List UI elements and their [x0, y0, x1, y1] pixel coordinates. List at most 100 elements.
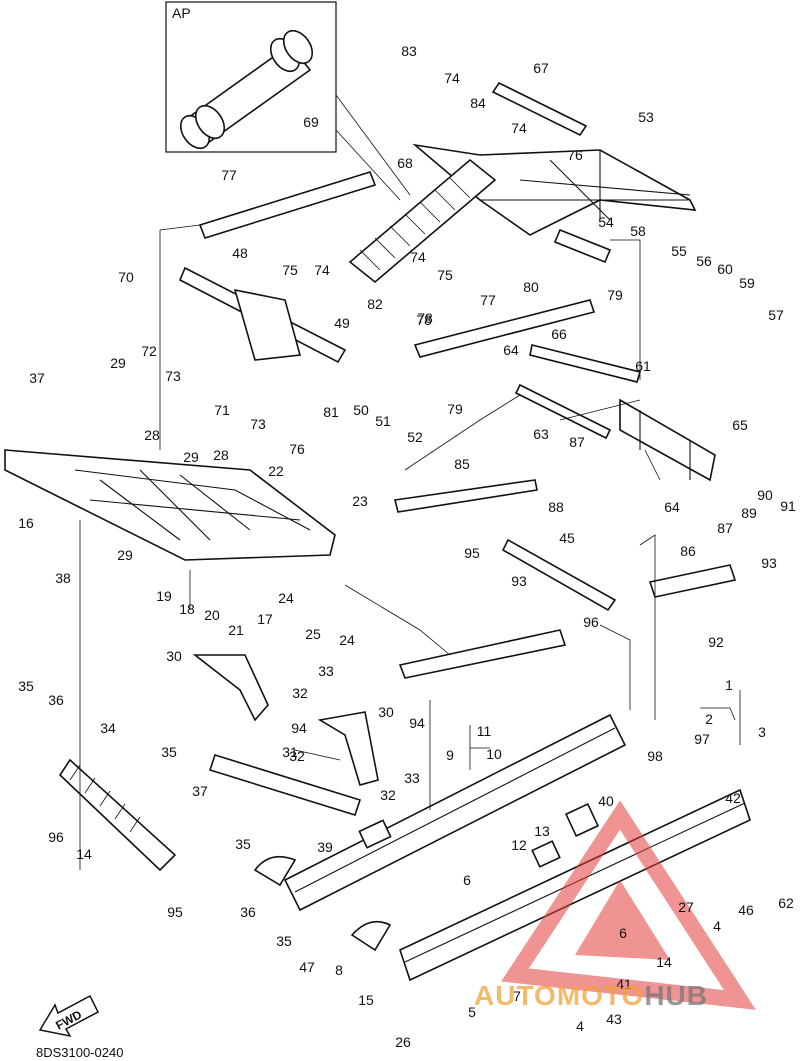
callout-17: 17	[257, 611, 273, 627]
callout-34: 34	[100, 720, 116, 736]
block-42	[358, 819, 392, 849]
callout-95: 95	[464, 545, 480, 561]
callout-88: 88	[548, 499, 564, 515]
callout-16: 16	[18, 515, 34, 531]
callout-98: 98	[647, 748, 663, 764]
callout-14: 14	[656, 954, 672, 970]
figure-code: 8DS3100-0240	[36, 1045, 124, 1060]
callout-69: 69	[303, 114, 319, 130]
inset-label: AP	[172, 5, 191, 21]
callout-78: 78	[417, 310, 433, 326]
callout-53: 53	[638, 109, 654, 125]
callout-43: 43	[606, 1011, 622, 1027]
callout-89: 89	[741, 505, 757, 521]
rear-shock-spring	[348, 158, 497, 284]
callout-29: 29	[117, 547, 133, 563]
callout-77: 77	[221, 167, 237, 183]
watermark-text-part2: HUB	[644, 980, 708, 1011]
callout-8: 8	[335, 962, 343, 978]
callout-84: 84	[470, 95, 486, 111]
pipe-86	[648, 564, 737, 598]
callout-93: 93	[511, 573, 527, 589]
callout-10: 10	[486, 746, 502, 762]
callout-15: 15	[358, 992, 374, 1008]
callout-35: 35	[235, 836, 251, 852]
shaft-45	[501, 538, 617, 612]
callout-30: 30	[166, 648, 182, 664]
callout-28: 28	[144, 427, 160, 443]
callout-11: 11	[477, 723, 492, 739]
link-rod-upper	[198, 171, 377, 239]
callout-85: 85	[454, 456, 470, 472]
callout-72: 72	[141, 343, 157, 359]
callout-96: 96	[583, 614, 599, 630]
callout-21: 21	[228, 622, 244, 638]
callout-76: 76	[567, 147, 583, 163]
callout-56: 56	[696, 253, 712, 269]
front-frame	[4, 449, 336, 561]
callout-26: 26	[395, 1034, 411, 1050]
callout-75: 75	[437, 267, 453, 283]
callout-74: 74	[511, 120, 527, 136]
callout-63: 63	[533, 426, 549, 442]
callout-86: 86	[680, 543, 696, 559]
fwd-arrow	[38, 994, 99, 1038]
bracket-30-left	[192, 654, 269, 722]
callout-96: 96	[48, 829, 64, 845]
callout-9: 9	[446, 747, 454, 763]
callout-18: 18	[179, 601, 195, 617]
block-12	[564, 802, 600, 838]
callout-6: 6	[463, 872, 471, 888]
callout-22: 22	[268, 463, 284, 479]
damper-94	[398, 629, 567, 679]
shaft-lower	[514, 383, 612, 440]
callout-13: 13	[534, 823, 550, 839]
callout-14: 14	[76, 846, 92, 862]
front-arm-crossbar	[178, 266, 347, 364]
callout-25: 25	[305, 626, 321, 642]
callout-37: 37	[192, 783, 208, 799]
callout-94: 94	[409, 715, 425, 731]
callout-70: 70	[118, 269, 134, 285]
callout-97: 97	[694, 731, 710, 747]
callout-12: 12	[511, 837, 527, 853]
callout-79: 79	[447, 401, 463, 417]
callout-81: 81	[323, 404, 339, 420]
callout-59: 59	[739, 275, 755, 291]
callout-91: 91	[780, 498, 796, 514]
callout-39: 39	[317, 839, 333, 855]
wheel-6-lower	[350, 920, 392, 952]
callout-19: 19	[156, 588, 172, 604]
callout-30: 30	[378, 704, 394, 720]
callout-52: 52	[407, 429, 423, 445]
callout-4: 4	[713, 918, 721, 934]
callout-32: 32	[289, 748, 305, 764]
watermark-text-part1: AUTOMOTO	[474, 980, 645, 1011]
callout-74: 74	[410, 249, 426, 265]
callout-32: 32	[292, 685, 308, 701]
callout-46: 46	[738, 902, 754, 918]
callout-38: 38	[55, 570, 71, 586]
rod-85	[394, 479, 538, 513]
callout-78: 78	[416, 312, 432, 328]
callout-49: 49	[334, 315, 350, 331]
callout-24: 24	[339, 632, 355, 648]
callout-67: 67	[533, 60, 549, 76]
callout-48: 48	[232, 245, 248, 261]
callout-82: 82	[367, 296, 383, 312]
callout-29: 29	[183, 449, 199, 465]
callout-35: 35	[276, 933, 292, 949]
callout-51: 51	[375, 413, 391, 429]
callout-74: 74	[444, 70, 460, 86]
callout-32: 32	[380, 787, 396, 803]
callout-3: 3	[758, 724, 766, 740]
callout-20: 20	[204, 607, 220, 623]
callout-41: 41	[616, 976, 632, 992]
callout-66: 66	[551, 326, 567, 342]
callout-58: 58	[630, 223, 646, 239]
callout-40: 40	[598, 793, 614, 809]
callout-35: 35	[161, 744, 177, 760]
callout-29: 29	[110, 355, 126, 371]
